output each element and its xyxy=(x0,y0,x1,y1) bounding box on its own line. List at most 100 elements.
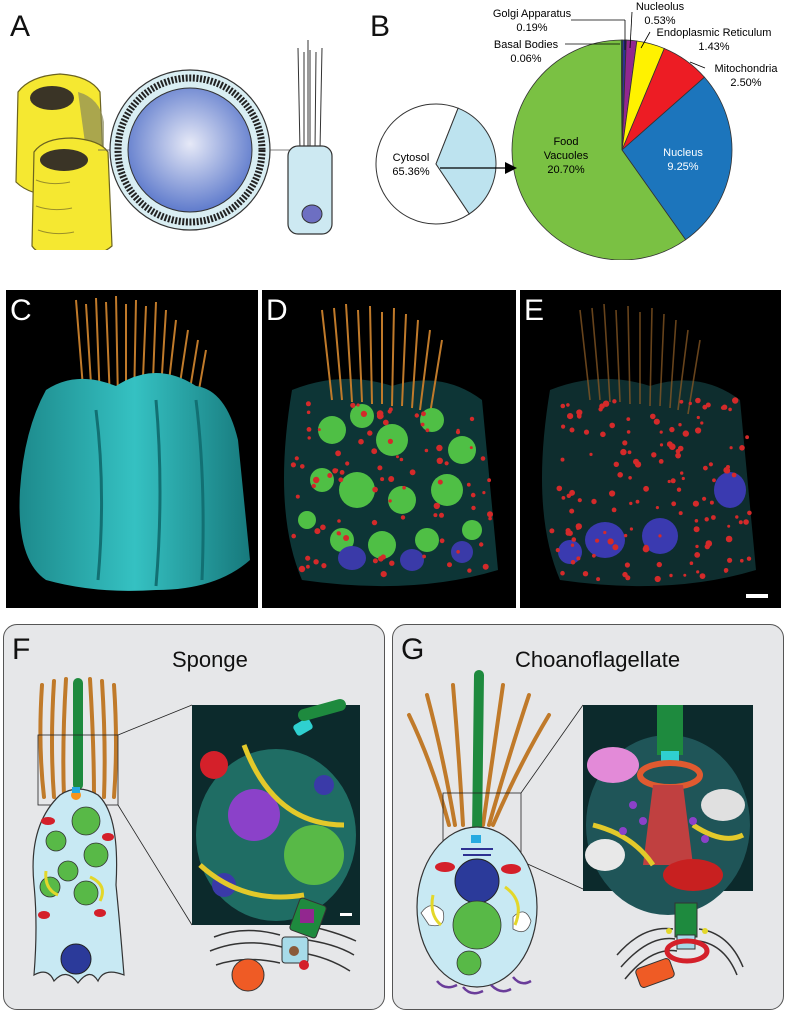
mitochondrion-dot xyxy=(436,457,443,464)
mitochondrion-dot xyxy=(731,472,737,478)
mitochondrion-dot xyxy=(487,478,491,483)
choanoflagellate-cell-diagram xyxy=(407,670,753,995)
mitochondrion-dot xyxy=(683,573,687,577)
leader-mito xyxy=(689,61,706,69)
value-golgi: 0.19% xyxy=(516,22,547,34)
panel-label-b: B xyxy=(370,10,391,43)
mitochondrion-dot xyxy=(371,448,378,455)
mitochondrion-dot xyxy=(388,476,395,482)
organelle-pie xyxy=(511,39,733,260)
mitochondrion-dot xyxy=(372,486,378,493)
mitochondrion-dot xyxy=(623,533,628,538)
mitochondrion-dot xyxy=(627,450,632,455)
mitochondrion-dot xyxy=(420,422,425,427)
mitochondrion-dot xyxy=(470,492,476,498)
mitochondrion-dot xyxy=(345,461,350,466)
mitochondrion-dot xyxy=(695,544,699,549)
mitochondrion-dot xyxy=(424,448,429,453)
mitochondrion-dot xyxy=(703,465,708,471)
choano-inset-render xyxy=(583,705,753,915)
label-nucleus: Nucleus xyxy=(663,147,703,159)
mitochondrion-dot xyxy=(560,403,566,409)
mitochondrion-dot xyxy=(705,402,711,408)
mitochondria-dots xyxy=(290,401,493,578)
mitochondrion-dot xyxy=(469,446,473,450)
mitochondrion-dot xyxy=(399,457,404,462)
leader-er xyxy=(640,31,651,49)
mitochondrion-dot xyxy=(607,538,614,545)
mitochondrion-dot xyxy=(343,535,350,541)
mitochondrion-dot xyxy=(382,419,389,426)
mitochondrion-dot xyxy=(305,401,311,407)
mitochondrion-dot xyxy=(728,407,732,412)
mitochondrion-dot xyxy=(658,534,662,538)
mitochondrion-dot xyxy=(679,399,684,404)
mitochondrion-dot xyxy=(678,511,683,516)
mitochondrion-dot xyxy=(350,402,356,408)
mitochondrion-dot xyxy=(317,428,321,432)
mitochondrion-dot xyxy=(300,464,305,469)
organelle-volume-pie-chart: Golgi Apparatus 0.19% Basal Bodies 0.06%… xyxy=(375,1,778,260)
mitochondrion-dot xyxy=(487,511,493,518)
panel-label-c: C xyxy=(10,294,32,327)
panel-d-reconstruction: D xyxy=(262,290,516,608)
mitochondrion-dot xyxy=(569,427,575,433)
mitochondrion-dot xyxy=(439,538,445,544)
mitochondrion-dot xyxy=(335,450,341,457)
mitochondrion-dot xyxy=(700,421,704,425)
mitochondrion-dot xyxy=(561,496,566,500)
mitochondrion-dot xyxy=(747,510,752,516)
mitochondrion-dot xyxy=(295,494,300,499)
mitochondrion-dot xyxy=(566,493,571,498)
label-cytosol: Cytosol xyxy=(393,152,430,164)
mitochondrion-dot xyxy=(387,409,392,414)
mitochondrion-dot xyxy=(437,479,443,485)
mitochondrion-dot xyxy=(704,517,709,522)
mitochondrion-dot xyxy=(294,456,299,461)
mitochondrion-dot xyxy=(560,457,565,462)
mitochondrion-dot xyxy=(455,430,461,435)
sponge-title: Sponge xyxy=(172,647,248,672)
mitochondrion-dot xyxy=(595,538,600,543)
panel-e-reconstruction: E xyxy=(520,290,781,608)
mitochondrion-dot xyxy=(306,427,312,432)
panel-c-reconstruction: C xyxy=(6,290,258,608)
mitochondrion-dot xyxy=(589,452,593,456)
mitochondrion-dot xyxy=(569,489,575,496)
mitochondrion-dot xyxy=(659,430,663,434)
mitochondrion-dot xyxy=(656,561,662,568)
mitochondrion-dot xyxy=(388,499,392,503)
mitochondrion-dot xyxy=(705,540,713,547)
mitochondrion-dot xyxy=(335,468,339,472)
value-nucleolus: 0.53% xyxy=(644,15,675,27)
mitochondrion-dot xyxy=(436,444,443,452)
pie-slice-food-vacuoles xyxy=(511,39,687,260)
mitochondrion-dot xyxy=(439,512,444,518)
mitochondrion-dot xyxy=(582,571,589,577)
mitochondrion-dot xyxy=(444,461,449,466)
mitochondrion-dot xyxy=(577,414,582,419)
mitochondrion-dot xyxy=(433,502,440,510)
label-food-1: Food xyxy=(553,136,578,148)
mitochondrion-dot xyxy=(669,426,675,433)
choanocyte-chamber-section xyxy=(109,69,271,231)
mitochondrion-dot xyxy=(732,397,739,404)
mitochondrion-dot xyxy=(380,477,385,482)
mitochondrion-dot xyxy=(360,410,367,417)
mitochondrion-dot xyxy=(567,413,574,420)
mitochondrion-dot xyxy=(696,570,700,574)
mitochondrion-dot xyxy=(482,563,489,570)
mitochondrion-dot xyxy=(311,483,316,489)
mitochondrion-dot xyxy=(576,556,581,561)
mitochondrion-dot xyxy=(320,524,326,531)
mitochondrion-dot xyxy=(609,490,616,497)
mitochondrion-dot xyxy=(378,556,384,562)
mitochondrion-dot xyxy=(612,544,619,551)
mitochondrion-dot xyxy=(596,577,601,582)
panel-c-render xyxy=(19,295,250,591)
mitochondrion-dot xyxy=(576,527,580,530)
panel-e-render xyxy=(542,303,768,598)
mitochondria-dots xyxy=(549,397,752,583)
mitochondrion-dot xyxy=(367,430,373,436)
mitochondrion-dot xyxy=(622,571,628,578)
